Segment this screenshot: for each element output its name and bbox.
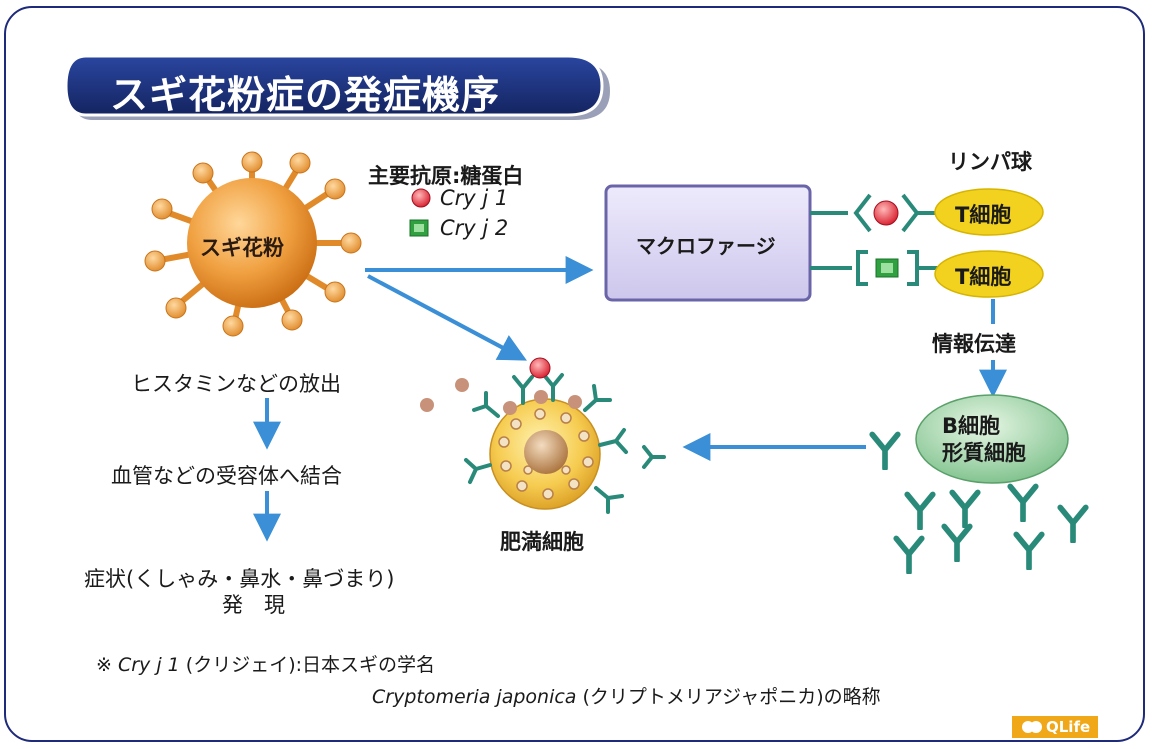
flow-step-1: ヒスタミンなどの放出 bbox=[131, 372, 341, 396]
title-banner bbox=[64, 54, 610, 120]
lymphocyte-label: リンパ球 bbox=[948, 150, 1032, 174]
info-transmission-label: 情報伝達 bbox=[932, 332, 1016, 356]
qlife-logo-text: QLife bbox=[1046, 718, 1091, 736]
t-cell-2 bbox=[934, 250, 1044, 298]
cry-j1-label: Cry j 1 bbox=[440, 186, 509, 210]
antigen-heading: 主要抗原:糖蛋白 bbox=[368, 164, 524, 188]
mast-cell-graphic bbox=[420, 357, 628, 514]
macrophage-label: マクロファージ bbox=[636, 234, 776, 258]
frame-border bbox=[4, 6, 1145, 742]
footnote-latin: Cryptomeria japonica bbox=[372, 686, 577, 708]
cry-j1-icon bbox=[411, 188, 431, 208]
pollen-graphic bbox=[144, 151, 362, 337]
page-title: スギ花粉症の発症機序 bbox=[110, 73, 501, 117]
macrophage-box bbox=[604, 184, 812, 302]
pollen-label: スギ花粉 bbox=[200, 236, 284, 260]
antibody-near-mast bbox=[642, 445, 666, 469]
t-cell-1 bbox=[934, 188, 1044, 236]
t-cell-2-label: T細胞 bbox=[955, 265, 1012, 289]
footnote-line-1: ※ Cry j 1 (クリジェイ):日本スギの学名 bbox=[96, 650, 435, 677]
antigen-presentation-1 bbox=[810, 193, 945, 233]
t-cell-1-label: T細胞 bbox=[955, 203, 1012, 227]
footnote-line2-rest: (クリプトメリアジャポニカ)の略称 bbox=[582, 686, 881, 708]
flow-step-3: 症状(くしゃみ・鼻水・鼻づまり) bbox=[84, 567, 395, 591]
antigen-presentation-2 bbox=[810, 250, 945, 286]
b-cell-label: B細胞 bbox=[942, 414, 1001, 438]
footnote-line-2: Cryptomeria japonica (クリプトメリアジャポニカ)の略称 bbox=[372, 682, 881, 709]
footnote-line1-rest: (クリジェイ):日本スギの学名 bbox=[185, 654, 436, 676]
flow-step-2: 血管などの受容体へ結合 bbox=[111, 464, 342, 488]
arrow-pollen-to-mast-cell bbox=[367, 274, 527, 361]
footnote-mark: ※ bbox=[96, 654, 112, 676]
mast-cell-label: 肥満細胞 bbox=[500, 530, 584, 554]
footnote-cry: Cry j 1 bbox=[117, 654, 180, 676]
qlife-logo bbox=[1012, 716, 1098, 738]
cry-j2-label: Cry j 2 bbox=[440, 216, 509, 240]
flow-step-3-result: 発 現 bbox=[222, 593, 285, 617]
plasma-cell-label: 形質細胞 bbox=[942, 441, 1026, 465]
b-cell bbox=[915, 394, 1069, 484]
